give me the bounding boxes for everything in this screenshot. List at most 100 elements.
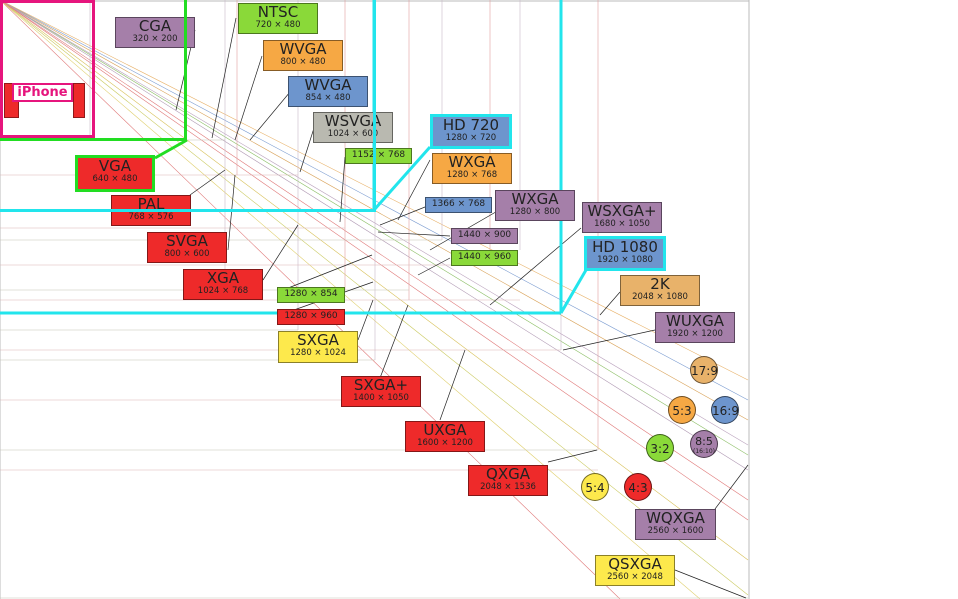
label-sxga: SXGA 1280 × 1024 [278, 331, 358, 363]
label-hd1080: HD 1080 1920 × 1080 [586, 238, 664, 269]
iphone-screen-right [73, 83, 85, 118]
label-wsxga-plus: WSXGA+ 1680 × 1050 [582, 202, 662, 233]
pointer-arrow-7 [379, 204, 431, 226]
label-wqxga-name: WQXGA [646, 509, 705, 527]
label-svga: SVGA 800 × 600 [147, 232, 227, 263]
label-1440x900: 1440 × 900 [451, 228, 518, 244]
diagonal-line-6 [0, 0, 749, 596]
label-hd720-name: HD 720 [442, 116, 500, 134]
label-wuxga-name: WUXGA [666, 312, 724, 330]
ratio-17-9: 17:9 [690, 356, 718, 384]
label-pal-dims: 768 × 576 [128, 212, 174, 222]
label-sxga-dims: 1280 × 1024 [290, 348, 346, 358]
diagonal-line-1 [0, 0, 749, 561]
pointer-arrow-16 [262, 224, 299, 281]
label-1280x854: 1280 × 854 [277, 287, 345, 303]
label-wxga-800: WXGA 1280 × 800 [495, 190, 575, 221]
diagonal-line-10 [0, 0, 749, 446]
label-uxga-name: UXGA [423, 421, 467, 439]
label-vga-dims: 640 × 480 [92, 174, 138, 184]
label-1366x768: 1366 × 768 [425, 197, 492, 213]
label-wsvga: WSVGA 1024 × 600 [313, 112, 393, 143]
label-svga-name: SVGA [166, 232, 208, 250]
label-wvga-800: WVGA 800 × 480 [263, 40, 343, 71]
label-ntsc-dims: 720 × 480 [255, 20, 301, 30]
label-1440x960-dims: 1440 × 960 [457, 252, 512, 262]
pointer-arrow-17 [277, 254, 373, 293]
label-wxga-800-name: WXGA [511, 190, 559, 208]
label-qsxga-dims: 2560 × 2048 [607, 572, 663, 582]
label-1366x768-dims: 1366 × 768 [431, 199, 486, 209]
label-cga-name: CGA [138, 17, 172, 35]
label-2k-dims: 2048 × 1080 [632, 292, 688, 302]
label-wxga-768-dims: 1280 × 768 [446, 170, 498, 180]
pointer-arrow-20 [379, 304, 409, 379]
label-1152x768-dims: 1152 × 768 [351, 150, 406, 160]
diagonal-line-11 [0, 0, 749, 501]
pointer-arrow-12 [599, 291, 621, 316]
ratio-3-2-label: 3:2 [650, 442, 670, 456]
ratio-8-5-label: 8:5 [695, 435, 713, 448]
label-2k-name: 2K [650, 275, 670, 293]
label-hd1080-name: HD 1080 [592, 238, 658, 256]
pointer-arrow-9 [417, 257, 451, 276]
label-1440x960: 1440 × 960 [451, 250, 518, 266]
highlight-cyan-region-small [0, 0, 376, 212]
label-xga-name: XGA [206, 269, 240, 287]
pointer-arrow-15 [227, 174, 236, 251]
pointer-arrow-3 [249, 91, 291, 141]
pointer-arrow-14 [189, 169, 226, 196]
label-qxga-dims: 2048 × 1536 [480, 482, 536, 492]
label-wsxga-plus-name: WSXGA+ [587, 202, 657, 220]
pointer-arrow-1 [211, 17, 237, 139]
ratio-4-3: 4:3 [624, 473, 652, 501]
ratio-16-9-label: 16:9 [712, 404, 739, 418]
label-1440x900-dims: 1440 × 900 [457, 230, 512, 240]
label-sxga-plus: SXGA+ 1400 × 1050 [341, 376, 421, 407]
diagonal-line-5 [0, 0, 749, 471]
pointer-arrow-4 [299, 127, 315, 173]
ratio-16-9: 16:9 [711, 396, 739, 424]
highlight-green-vga [75, 155, 155, 192]
label-hd720-dims: 1280 × 720 [445, 133, 497, 143]
label-uxga: UXGA 1600 × 1200 [405, 421, 485, 452]
label-cga: CGA 320 × 200 [115, 17, 195, 48]
label-qxga: QXGA 2048 × 1536 [468, 465, 548, 496]
label-sxga-plus-dims: 1400 × 1050 [353, 393, 409, 403]
label-wvga-800-name: WVGA [279, 40, 327, 58]
pointer-arrow-24 [674, 569, 747, 599]
label-1280x960: 1280 × 960 [277, 309, 345, 325]
ratio-8-5-sublabel: (16:10) [693, 448, 715, 455]
label-wvga-854: WVGA 854 × 480 [288, 76, 368, 107]
pointer-arrow-11 [489, 227, 582, 306]
pointer-arrow-8 [377, 231, 451, 237]
highlight-cyan-hd1080 [584, 236, 666, 271]
label-wqxga-dims: 2560 × 1600 [647, 526, 704, 536]
ratio-5-4: 5:4 [581, 473, 609, 501]
label-wxga-800-dims: 1280 × 800 [509, 207, 561, 217]
label-1152x768: 1152 × 768 [345, 148, 412, 164]
label-qsxga-name: QSXGA [608, 555, 662, 573]
label-1280x960-dims: 1280 × 960 [284, 311, 338, 321]
label-wvga-800-dims: 800 × 480 [280, 57, 326, 67]
label-2k: 2K 2048 × 1080 [620, 275, 700, 306]
label-ntsc: NTSC 720 × 480 [238, 3, 318, 34]
pointer-arrow-21 [439, 349, 466, 421]
highlight-pink [0, 0, 95, 138]
label-xga: XGA 1024 × 768 [183, 269, 263, 300]
label-wuxga: WUXGA 1920 × 1200 [655, 312, 735, 343]
label-hd1080-dims: 1920 × 1080 [597, 255, 653, 265]
label-iphone: iPhone [12, 83, 73, 102]
highlight-cyan-hd720 [430, 114, 512, 149]
label-1280x854-dims: 1280 × 854 [284, 289, 338, 299]
label-pal-name: PAL [137, 195, 165, 213]
label-ntsc-name: NTSC [257, 3, 299, 21]
highlight-green-connector [154, 138, 188, 160]
label-vga: VGA 640 × 480 [77, 157, 153, 190]
ratio-5-3: 5:3 [668, 396, 696, 424]
label-xga-dims: 1024 × 768 [197, 286, 249, 296]
pointer-arrow-13 [562, 329, 656, 351]
highlight-green-region [0, 0, 187, 141]
diagonal-line-2 [0, 0, 749, 456]
